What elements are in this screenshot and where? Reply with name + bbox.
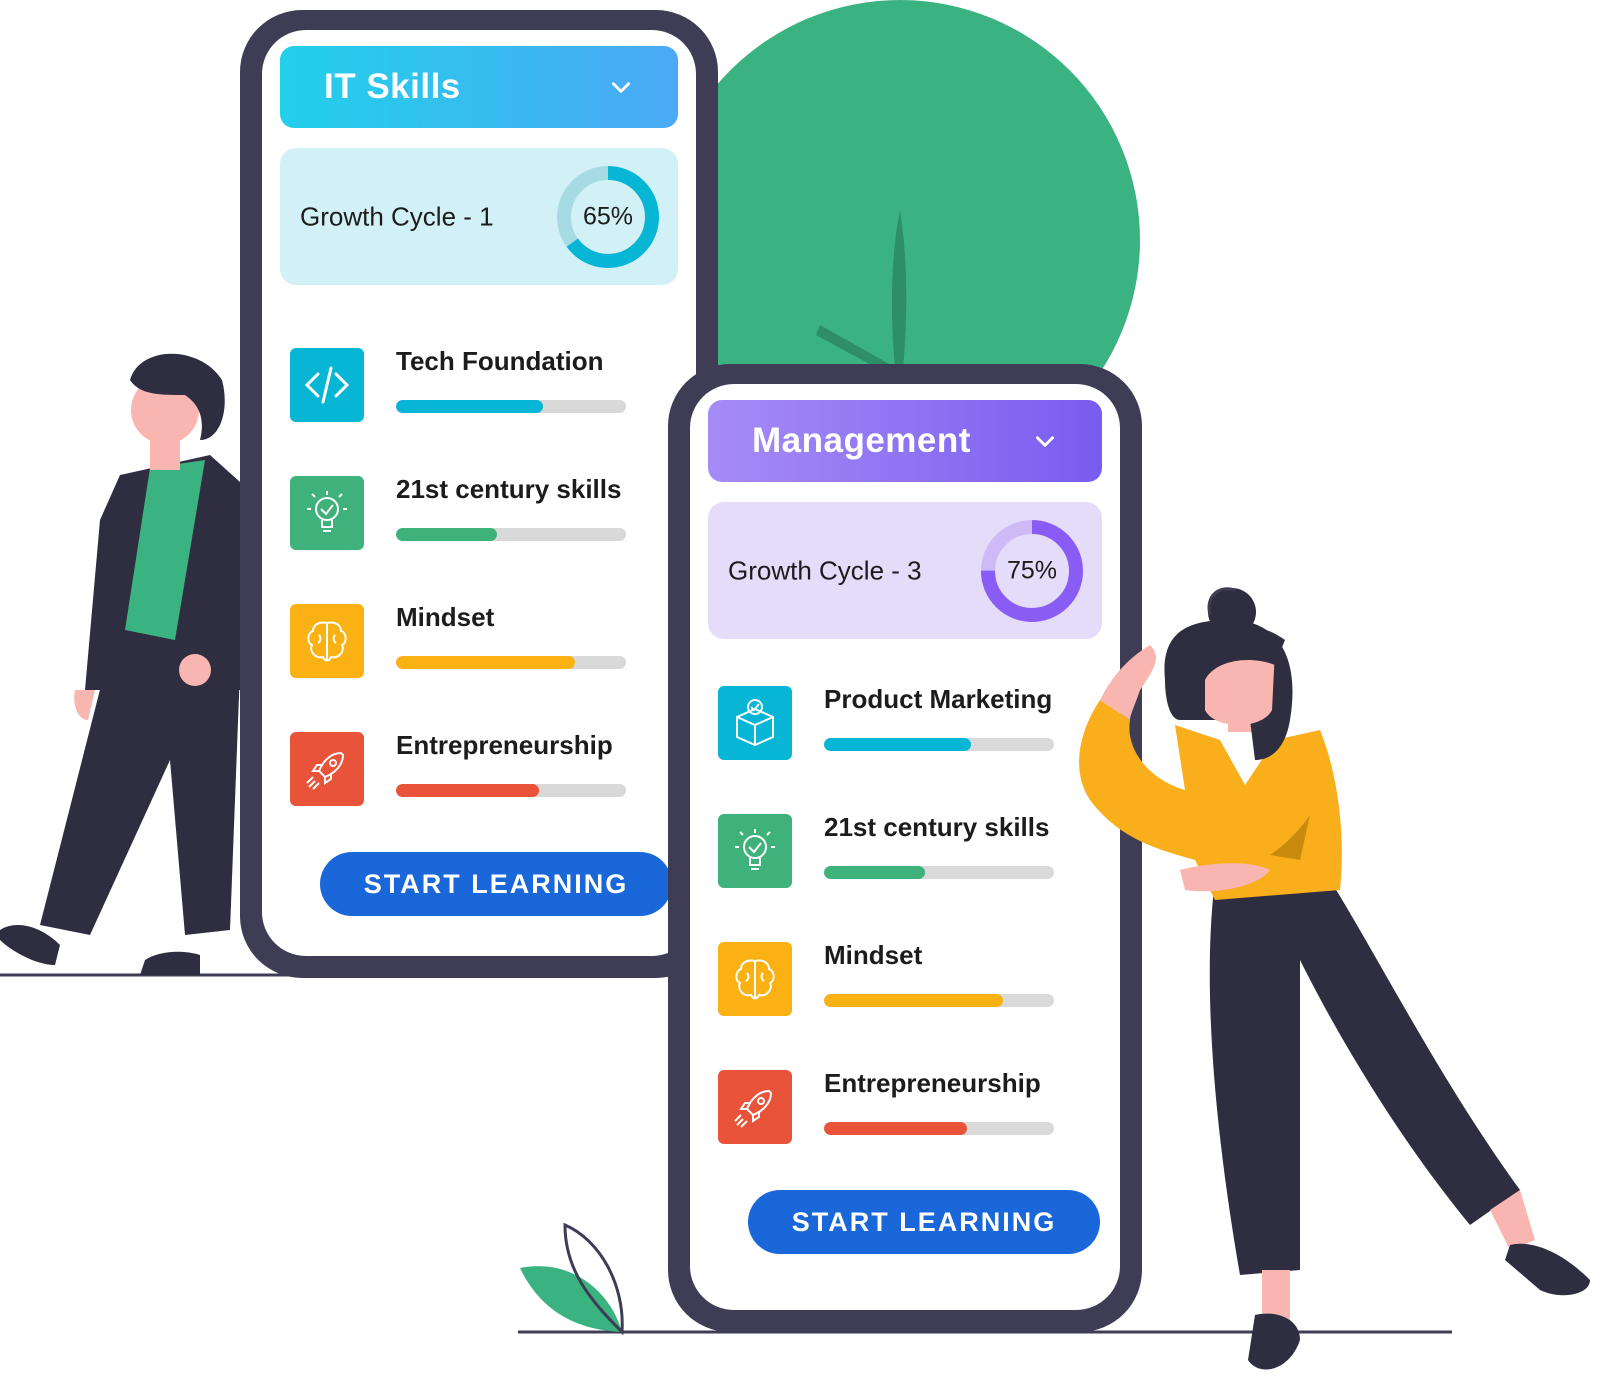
growth-cycle-label: Growth Cycle - 1: [300, 201, 494, 231]
skill-progress-fill: [824, 994, 1004, 1007]
phone-management: Management Growth Cycle - 3 75% Product …: [668, 364, 1142, 1332]
skill-item[interactable]: Product Marketing: [718, 684, 1058, 762]
plant-leaf-outline: [563, 1222, 624, 1336]
skill-item[interactable]: Entrepreneurship: [718, 1068, 1058, 1146]
skill-progress-bar: [396, 784, 626, 797]
skill-progress-fill: [824, 866, 926, 879]
phone-screen: Management Growth Cycle - 3 75% Product …: [690, 384, 1120, 1310]
skill-progress-fill: [824, 738, 972, 751]
chevron-down-icon: [612, 82, 630, 93]
skill-progress-fill: [396, 656, 576, 669]
start-learning-button[interactable]: START LEARNING: [748, 1190, 1100, 1254]
skill-item[interactable]: Tech Foundation: [290, 346, 630, 424]
skill-progress-fill: [396, 784, 539, 797]
skill-progress-bar: [396, 656, 626, 669]
dropdown-title: IT Skills: [324, 67, 461, 106]
skill-progress-fill: [396, 400, 544, 413]
skill-item[interactable]: Mindset: [718, 940, 1058, 1018]
skill-item[interactable]: Entrepreneurship: [290, 730, 630, 808]
skill-name: Mindset: [396, 602, 495, 632]
growth-percent: 75%: [1006, 556, 1058, 584]
skill-item[interactable]: 21st century skills: [718, 812, 1058, 890]
skill-name: Tech Foundation: [396, 346, 604, 376]
dropdown-title: Management: [752, 421, 971, 460]
skill-name: 21st century skills: [396, 474, 622, 504]
skill-name: Entrepreneurship: [396, 730, 613, 760]
growth-cycle-card: Growth Cycle - 1 65%: [280, 148, 678, 285]
phone-screen: IT Skills Growth Cycle - 1 65% Tech Foun…: [262, 30, 696, 956]
package-icon: [718, 686, 792, 760]
skill-progress-fill: [824, 1122, 967, 1135]
growth-cycle-label: Growth Cycle - 3: [728, 555, 922, 585]
skill-name: Product Marketing: [824, 684, 1053, 714]
skill-progress-bar: [396, 528, 626, 541]
growth-progress-ring: [981, 519, 1083, 622]
lightbulb-icon: [290, 476, 364, 550]
brain-icon: [290, 604, 364, 678]
skill-track-dropdown[interactable]: Management: [708, 400, 1102, 482]
growth-progress-ring: [557, 165, 659, 268]
skill-item[interactable]: 21st century skills: [290, 474, 630, 552]
skill-progress-bar: [396, 400, 626, 413]
skill-progress-bar: [824, 1122, 1054, 1135]
skill-progress-bar: [824, 866, 1054, 879]
code-icon: [290, 348, 364, 422]
rocket-icon: [718, 1070, 792, 1144]
skill-name: 21st century skills: [824, 812, 1050, 842]
skill-progress-bar: [824, 738, 1054, 751]
start-learning-button[interactable]: START LEARNING: [320, 852, 672, 916]
skill-progress-bar: [824, 994, 1054, 1007]
tree-trunk: [891, 210, 907, 380]
skill-track-dropdown[interactable]: IT Skills: [280, 46, 678, 128]
brain-icon: [718, 942, 792, 1016]
rocket-icon: [290, 732, 364, 806]
skill-progress-fill: [396, 528, 498, 541]
skill-name: Mindset: [824, 940, 923, 970]
plant-leaf-green: [520, 1266, 622, 1332]
lightbulb-icon: [718, 814, 792, 888]
chevron-down-icon: [1036, 436, 1054, 447]
skill-item[interactable]: Mindset: [290, 602, 630, 680]
growth-cycle-card: Growth Cycle - 3 75%: [708, 502, 1102, 639]
skill-name: Entrepreneurship: [824, 1068, 1041, 1098]
phone-it-skills: IT Skills Growth Cycle - 1 65% Tech Foun…: [240, 10, 718, 978]
growth-percent: 65%: [582, 202, 634, 230]
